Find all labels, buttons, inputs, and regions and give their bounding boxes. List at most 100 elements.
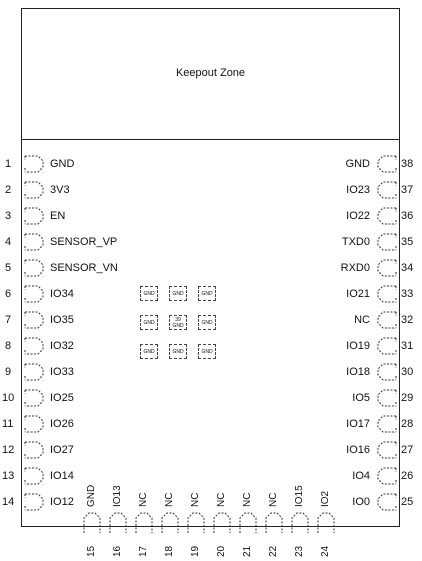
- right-pin-number: 27: [401, 444, 414, 456]
- left-pin-pad: [24, 337, 44, 355]
- left-pin-pad: [24, 155, 44, 173]
- module-outline: Keepout Zone: [21, 8, 400, 527]
- bottom-pin-number: 23: [294, 545, 305, 557]
- ground-pad-label: GND: [143, 290, 155, 297]
- right-pin-pad: [377, 415, 397, 433]
- left-pin-number: 2: [5, 184, 12, 196]
- right-pin-number: 30: [401, 366, 414, 378]
- ground-pad: GND: [169, 286, 187, 301]
- left-pin-number: 10: [2, 392, 15, 404]
- left-pin-number: 14: [2, 496, 15, 508]
- ground-pad-label: GND: [172, 290, 184, 297]
- left-pin-number: 9: [5, 366, 12, 378]
- bottom-pin-pad: [239, 512, 257, 533]
- bottom-pin-number: 17: [138, 545, 149, 557]
- bottom-pin-pad: [109, 512, 127, 533]
- bottom-pin-number: 20: [216, 545, 227, 557]
- bottom-pin-number: 19: [190, 545, 201, 557]
- right-pin-pad: [377, 363, 397, 381]
- bottom-pin-pad: [161, 512, 179, 533]
- left-pin-label: IO35: [50, 314, 74, 326]
- ground-pad-label: GND: [201, 348, 213, 355]
- bottom-pin-label: NC: [216, 492, 227, 507]
- bottom-pin-pad: [317, 512, 335, 533]
- ground-pad-label: GND: [143, 319, 155, 326]
- left-pin-pad: [24, 207, 44, 225]
- right-pin-pad: [377, 311, 397, 329]
- left-pin-pad: [24, 389, 44, 407]
- right-pin-label: IO21: [346, 288, 370, 300]
- left-pin-label: IO34: [50, 288, 74, 300]
- left-pin-pad: [24, 415, 44, 433]
- ground-pad: GND: [140, 286, 158, 301]
- right-pin-number: 33: [401, 288, 414, 300]
- left-pin-pad: [24, 285, 44, 303]
- ground-pad-label: GND: [143, 348, 155, 355]
- bottom-pin-label: NC: [242, 492, 253, 507]
- right-pin-pad: [377, 389, 397, 407]
- bottom-pin-number: 15: [86, 545, 97, 557]
- left-pin-label: 3V3: [50, 184, 70, 196]
- right-pin-number: 31: [401, 340, 414, 352]
- bottom-pin-number: 21: [242, 545, 253, 557]
- bottom-pin-pad: [83, 512, 101, 533]
- left-pin-label: SENSOR_VP: [50, 236, 118, 248]
- ground-pad: GND: [140, 344, 158, 359]
- left-pin-pad: [24, 259, 44, 277]
- bottom-pin-pad: [265, 512, 283, 533]
- right-pin-label: IO18: [346, 366, 370, 378]
- left-pin-number: 7: [5, 314, 12, 326]
- bottom-pin-pad: [135, 512, 153, 533]
- bottom-pin-number: 22: [268, 545, 279, 557]
- left-pin-pad: [24, 467, 44, 485]
- right-pin-label: IO17: [346, 418, 370, 430]
- right-pin-label: IO23: [346, 184, 370, 196]
- right-pin-label: GND: [345, 158, 370, 170]
- right-pin-label: NC: [354, 314, 370, 326]
- ground-pad: GND: [169, 344, 187, 359]
- left-pin-label: IO33: [50, 366, 74, 378]
- bottom-pin-label: NC: [190, 492, 201, 507]
- left-pin-number: 13: [2, 470, 15, 482]
- right-pin-number: 35: [401, 236, 414, 248]
- ground-pad-label: GND: [172, 322, 184, 329]
- right-pin-number: 34: [401, 262, 414, 274]
- left-pin-label: GND: [50, 158, 75, 170]
- right-pin-number: 38: [401, 158, 414, 170]
- right-pin-label: IO19: [346, 340, 370, 352]
- bottom-pin-pad: [291, 512, 309, 533]
- bottom-pin-label: NC: [164, 492, 175, 507]
- left-pin-number: 4: [5, 236, 12, 248]
- left-pin-label: IO26: [50, 418, 74, 430]
- left-pin-pad: [24, 311, 44, 329]
- right-pin-number: 28: [401, 418, 414, 430]
- bottom-pin-label: NC: [268, 492, 279, 507]
- right-pin-label: IO22: [346, 210, 370, 222]
- ground-pad-label: GND: [201, 319, 213, 326]
- bottom-pin-label: IO15: [294, 485, 305, 507]
- right-pin-label: IO0: [352, 496, 370, 508]
- bottom-pin-label: IO2: [320, 490, 331, 507]
- right-pin-pad: [377, 233, 397, 251]
- right-pin-label: TXD0: [341, 236, 370, 248]
- bottom-pin-number: 18: [164, 545, 175, 557]
- right-pin-label: RXD0: [340, 262, 370, 274]
- left-pin-label: IO25: [50, 392, 74, 404]
- ground-pad-label: 39: [175, 316, 181, 323]
- ground-pad: GND: [140, 315, 158, 330]
- left-pin-number: 12: [2, 444, 15, 456]
- right-pin-number: 36: [401, 210, 414, 222]
- bottom-pin-label: NC: [138, 492, 149, 507]
- right-pin-pad: [377, 467, 397, 485]
- keepout-label: Keepout Zone: [175, 67, 246, 79]
- right-pin-label: IO16: [346, 444, 370, 456]
- right-pin-pad: [377, 155, 397, 173]
- left-pin-label: IO27: [50, 444, 74, 456]
- right-pin-pad: [377, 285, 397, 303]
- left-pin-pad: [24, 181, 44, 199]
- ground-pad-label: GND: [172, 348, 184, 355]
- left-pin-label: IO32: [50, 340, 74, 352]
- left-pin-number: 3: [5, 210, 12, 222]
- right-pin-pad: [377, 441, 397, 459]
